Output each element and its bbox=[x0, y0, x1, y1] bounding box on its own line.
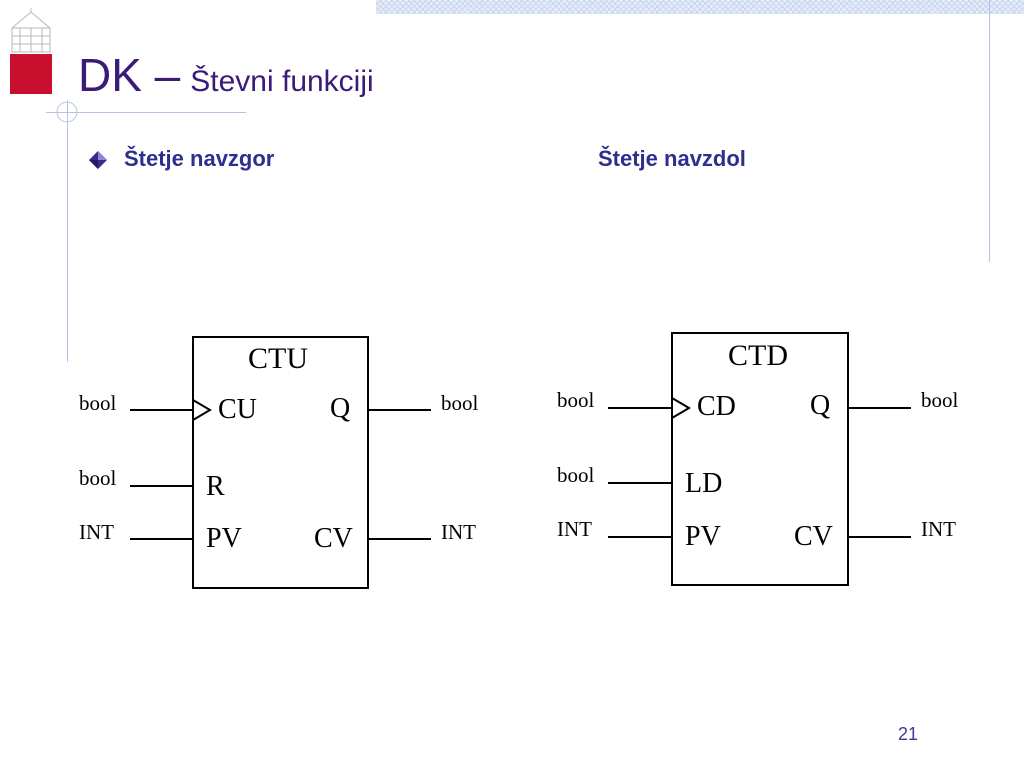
ctu-wiring bbox=[130, 336, 431, 589]
guide-line-left bbox=[67, 100, 68, 362]
guide-line-top bbox=[46, 112, 246, 113]
ctu-pin-q: Q bbox=[330, 393, 351, 424]
ctd-wiring bbox=[608, 332, 911, 586]
ctd-pin-q: Q bbox=[810, 390, 831, 421]
ctd-type-q-out: bool bbox=[921, 388, 959, 412]
ctd-name: CTD bbox=[728, 339, 788, 372]
title-sub: Števni funkciji bbox=[190, 65, 374, 98]
heading-count-down: Štetje navzdol bbox=[598, 146, 746, 171]
university-logo bbox=[8, 8, 54, 96]
ctd-type-cd-in: bool bbox=[557, 388, 595, 412]
ctu-pin-cu: CU bbox=[218, 394, 257, 425]
ctd-pin-cd: CD bbox=[697, 391, 736, 422]
ctd-type-cv-out: INT bbox=[921, 517, 956, 541]
header-texture bbox=[376, 0, 1024, 14]
ctd-pin-cv: CV bbox=[794, 521, 833, 552]
ctd-pin-pv: PV bbox=[685, 521, 721, 552]
ctu-pin-pv: PV bbox=[206, 523, 242, 554]
ctd-type-ld-in: bool bbox=[557, 463, 595, 487]
ctu-type-pv-in: INT bbox=[79, 520, 114, 544]
ctu-type-q-out: bool bbox=[441, 391, 479, 415]
bullet-diamond-icon bbox=[88, 150, 108, 170]
ctd-type-pv-in: INT bbox=[557, 517, 592, 541]
ctu-type-cu-in: bool bbox=[79, 391, 117, 415]
ctu-pin-r: R bbox=[206, 471, 225, 502]
ctu-name: CTU bbox=[248, 342, 308, 375]
guide-circle bbox=[55, 100, 79, 124]
ctu-pin-cv: CV bbox=[314, 523, 353, 554]
ctu-block: CTU CU R PV Q CV bool bool INT bool INT bbox=[0, 0, 520, 620]
ctd-block: CTD CD LD PV Q CV bool bool INT bool INT bbox=[557, 332, 959, 586]
title-main: DK – bbox=[78, 49, 181, 101]
heading-count-up: Štetje navzgor bbox=[124, 146, 275, 171]
page-number: 21 bbox=[898, 724, 919, 744]
guide-line-right bbox=[989, 0, 990, 262]
ctd-pin-ld: LD bbox=[685, 468, 723, 499]
slide-title: DK – Števni funkciji bbox=[78, 48, 374, 102]
ctu-type-cv-out: INT bbox=[441, 520, 476, 544]
ctu-type-r-in: bool bbox=[79, 466, 117, 490]
